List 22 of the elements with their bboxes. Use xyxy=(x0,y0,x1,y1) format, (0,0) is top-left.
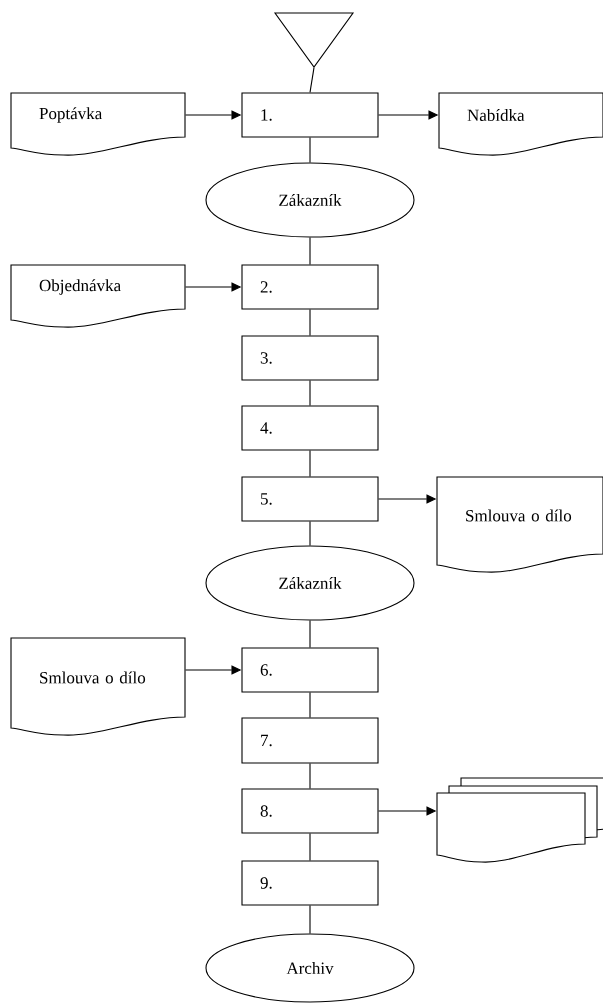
connector-line xyxy=(309,450,311,477)
connector-line xyxy=(309,521,311,546)
process-box: 2. xyxy=(241,264,379,310)
connector-line xyxy=(309,833,311,861)
process-box: 9. xyxy=(241,860,379,906)
process-box: 4. xyxy=(241,405,379,451)
connector-line xyxy=(309,67,315,93)
multi-document-shape xyxy=(436,777,603,863)
connector-line xyxy=(309,237,311,265)
connector-line xyxy=(309,905,311,934)
connector-line xyxy=(309,763,311,789)
connector-line xyxy=(309,380,311,406)
process-box: 6. xyxy=(241,647,379,693)
connector-line xyxy=(309,620,311,648)
process-box: 8. xyxy=(241,788,379,834)
process-box: 7. xyxy=(241,717,379,764)
connector-line xyxy=(309,309,311,336)
connector-line xyxy=(309,137,311,163)
connector-line xyxy=(309,692,311,718)
process-box: 3. xyxy=(241,335,379,381)
process-box: 1. xyxy=(241,92,379,138)
process-box: 5. xyxy=(241,476,379,522)
